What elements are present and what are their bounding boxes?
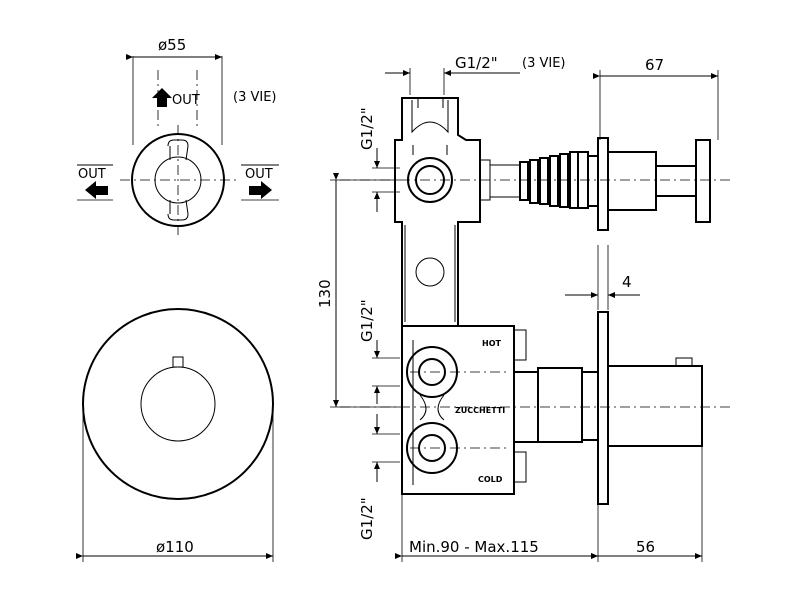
thread-left-3-label: G1/2" bbox=[358, 497, 376, 540]
plate-front-view: ø110 bbox=[76, 308, 274, 562]
thread-left-2-label: G1/2" bbox=[358, 299, 376, 342]
diverter-top-view: ø55 OUT (3 VIE) OUT OUT bbox=[77, 36, 279, 235]
dim-4-label: 4 bbox=[622, 273, 632, 291]
mixer-side-view: G1/2" (3 VIE) 67 bbox=[316, 54, 730, 562]
thread-dim-mid: G1/2" bbox=[358, 299, 400, 404]
three-ways-label: (3 VIE) bbox=[233, 90, 277, 105]
out-top-label: OUT bbox=[172, 93, 200, 108]
arrow-up-icon bbox=[152, 88, 172, 107]
dim-67-label: 67 bbox=[645, 56, 664, 74]
arrow-left-icon bbox=[85, 181, 108, 199]
arrow-right-icon bbox=[249, 181, 272, 199]
dim-130-label: 130 bbox=[316, 279, 334, 308]
brand-label: ZUCCHETTI bbox=[455, 406, 505, 415]
cold-label: COLD bbox=[478, 475, 503, 484]
diameter-55-label: ø55 bbox=[158, 36, 186, 54]
out-right-label: OUT bbox=[245, 167, 273, 182]
dim-min-max-label: Min.90 - Max.115 bbox=[409, 538, 539, 556]
diameter-110-label: ø110 bbox=[156, 538, 194, 556]
hot-label: HOT bbox=[482, 339, 501, 348]
thread-dim-top: G1/2" bbox=[358, 107, 400, 212]
thread-left-1-label: G1/2" bbox=[358, 107, 376, 150]
three-ways-side-label: (3 VIE) bbox=[522, 56, 566, 71]
dim-56-label: 56 bbox=[636, 538, 655, 556]
bellows bbox=[519, 151, 579, 209]
thread-top-label: G1/2" bbox=[455, 54, 498, 72]
out-left-label: OUT bbox=[78, 167, 106, 182]
thread-dim-bottom: G1/2" bbox=[358, 414, 400, 540]
